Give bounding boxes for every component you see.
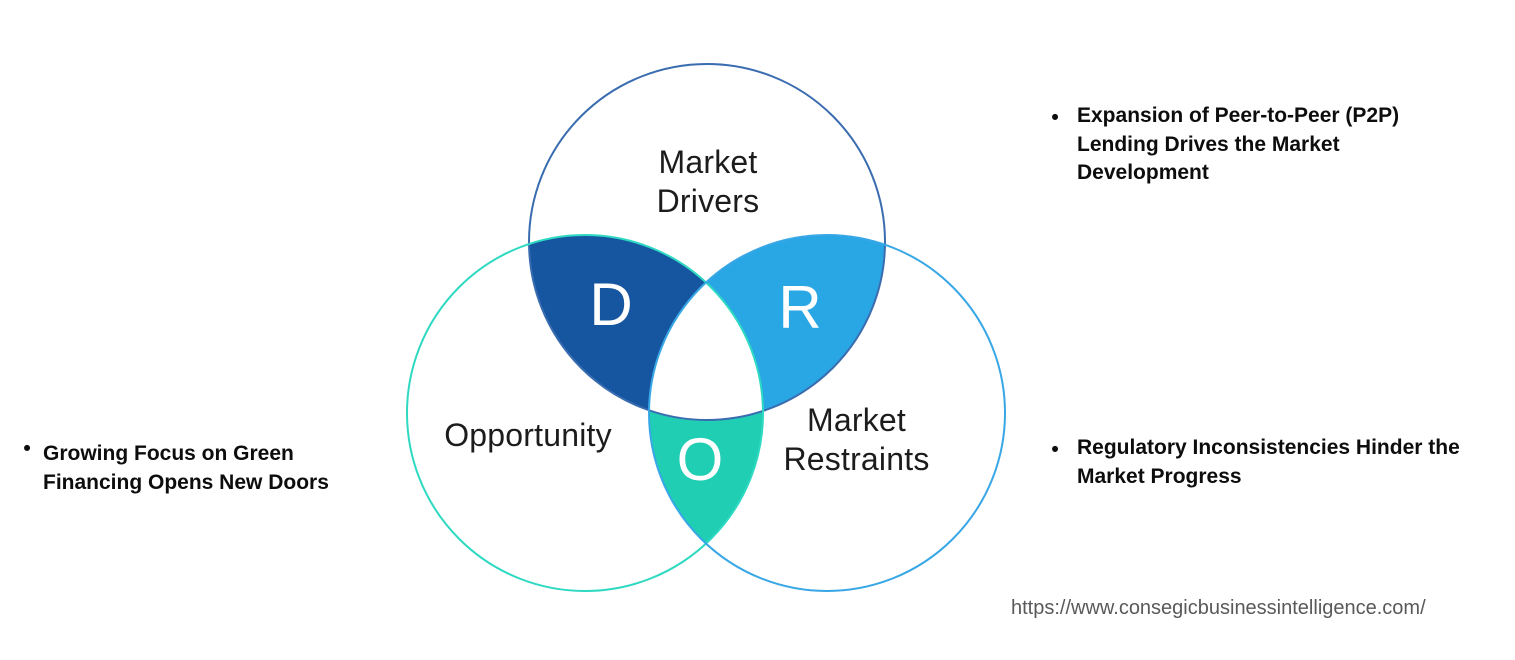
bullet-text: Regulatory Inconsistencies Hinder the Ma… [1077, 436, 1460, 488]
bullet-icon: • [1051, 438, 1059, 461]
bullet-icon: • [1051, 106, 1059, 129]
opportunity-circle-label: Opportunity [444, 417, 612, 453]
overlap-letter-o: O [676, 426, 724, 493]
restraints-circle-label: Market Restraints [783, 402, 930, 477]
overlap-letter-r: R [778, 274, 822, 341]
bullet-text: Expansion of Peer-to-Peer (P2P) Lending … [1077, 104, 1400, 184]
drivers-circle-label: Market Drivers [656, 144, 760, 219]
bullet-text: Growing Focus on Green Financing Opens N… [43, 442, 329, 494]
bullet-green-financing: • Growing Focus on Green Financing Opens… [20, 437, 373, 497]
opportunity-circle-outline [406, 234, 764, 592]
overlap-letter-d: D [589, 271, 633, 338]
source-url: https://www.consegicbusinessintelligence… [1011, 597, 1426, 619]
bullet-regulatory-inconsistencies: • Regulatory Inconsistencies Hinder the … [1046, 434, 1467, 491]
restraints-circle-outline [648, 234, 1006, 592]
bullet-expansion-p2p: • Expansion of Peer-to-Peer (P2P) Lendin… [1046, 102, 1467, 188]
bullet-icon: • [23, 437, 31, 460]
drivers-circle-outline [528, 63, 886, 421]
